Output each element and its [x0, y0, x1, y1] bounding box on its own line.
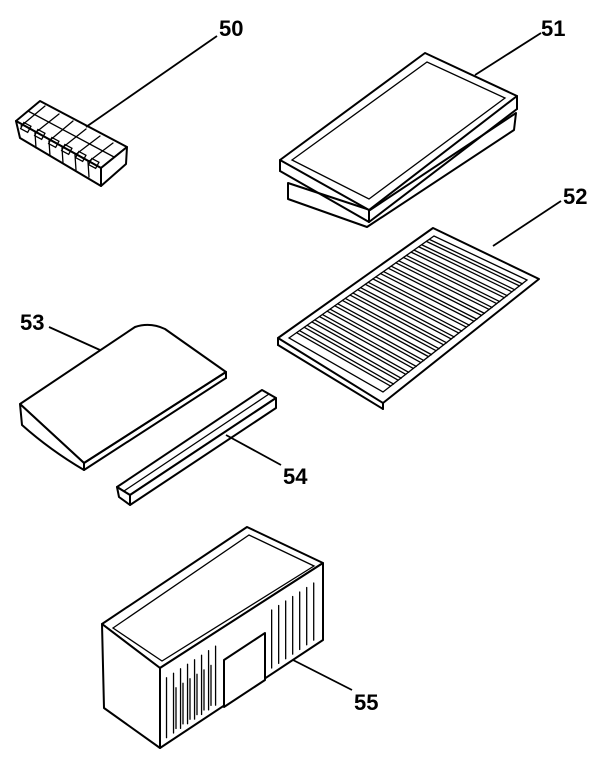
leader-line-55: [292, 659, 353, 691]
leader-line-51: [474, 32, 542, 76]
leader-line-53: [48, 326, 101, 351]
wire-shelf: [277, 227, 540, 410]
glass-shelf: [19, 323, 227, 471]
crisper-drawer: [101, 526, 324, 749]
drawer-grille: [165, 582, 315, 739]
callout-50: 50: [219, 16, 244, 41]
callout-54: 54: [283, 464, 308, 489]
shelf-wires: [295, 238, 524, 387]
shelf-trim: [116, 389, 277, 506]
leader-line-50: [85, 35, 218, 128]
ice-cube-tray: [15, 100, 128, 187]
callout-52: 52: [563, 184, 588, 209]
callout-55: 55: [354, 690, 379, 715]
callout-51: 51: [541, 16, 566, 41]
leader-line-54: [225, 434, 282, 466]
leader-line-52: [492, 200, 562, 247]
callout-53: 53: [20, 310, 45, 335]
storage-tray: [279, 52, 518, 228]
